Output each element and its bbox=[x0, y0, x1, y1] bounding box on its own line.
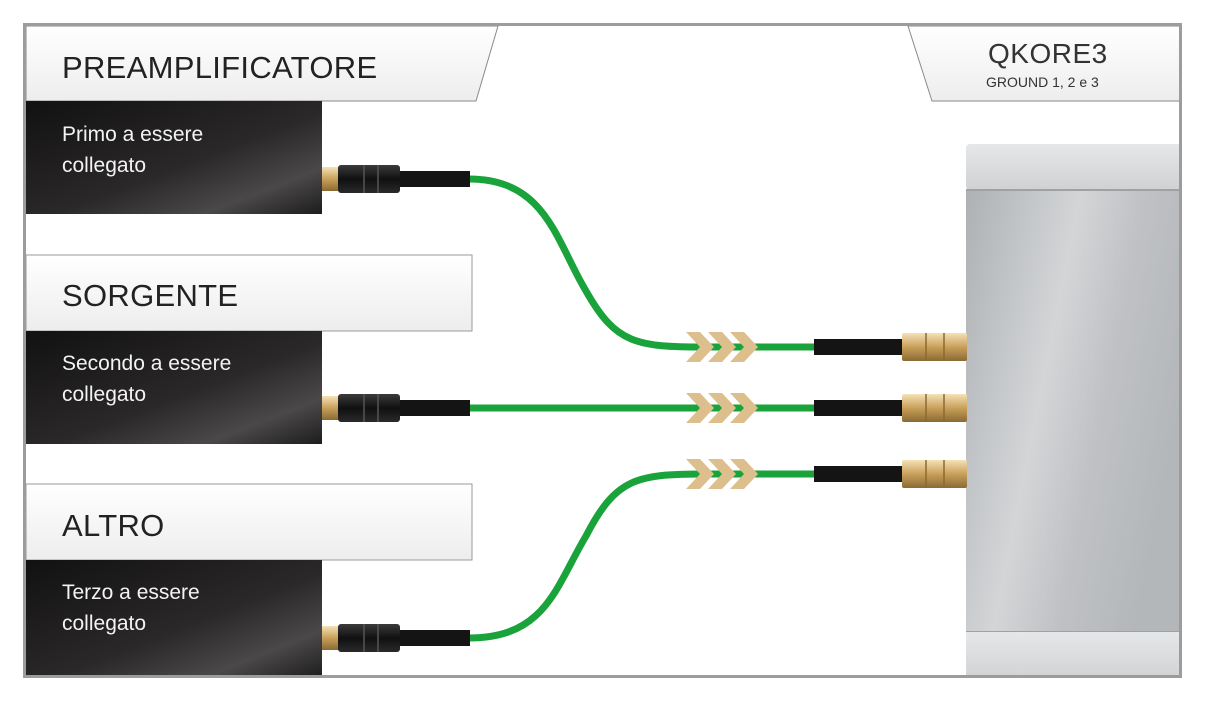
preamp-title: PREAMPLIFICATORE bbox=[62, 50, 378, 85]
terminal-right-2 bbox=[814, 394, 967, 422]
plug-left-1 bbox=[322, 165, 470, 193]
source-order-label: Secondo a essere collegato bbox=[62, 348, 231, 410]
direction-arrows-2 bbox=[686, 393, 758, 423]
plug-left-3 bbox=[322, 624, 470, 652]
other-title: ALTRO bbox=[62, 508, 165, 543]
qkore-title: QKORE3 bbox=[988, 38, 1108, 69]
source-order-line1: Secondo a essere bbox=[62, 352, 232, 375]
cable-3 bbox=[468, 470, 816, 642]
qkore-unit bbox=[966, 144, 1179, 675]
connection-diagram bbox=[26, 26, 1179, 675]
terminal-right-1 bbox=[814, 333, 967, 361]
preamp-header-tab bbox=[26, 26, 499, 102]
preamp-order-line2: collegato bbox=[62, 154, 147, 177]
direction-arrows-3 bbox=[686, 459, 758, 489]
other-order-label: Terzo a essere collegato bbox=[62, 577, 200, 639]
terminal-right-3 bbox=[814, 460, 967, 488]
other-title-tab bbox=[26, 483, 473, 561]
source-device-box bbox=[26, 331, 322, 444]
plug-left-2 bbox=[322, 394, 470, 422]
source-order-line2: collegato bbox=[62, 383, 147, 406]
diagram-frame: PREAMPLIFICATORE QKORE3 GROUND 1, 2 e 3 … bbox=[23, 23, 1182, 678]
other-order-line2: collegato bbox=[62, 612, 147, 635]
cable-1 bbox=[468, 175, 816, 351]
source-title: SORGENTE bbox=[62, 278, 239, 313]
direction-arrows-1 bbox=[686, 332, 758, 362]
other-device-box bbox=[26, 560, 322, 675]
preamp-device-box bbox=[26, 101, 322, 214]
source-title-tab bbox=[26, 254, 473, 332]
qkore-subtitle: GROUND 1, 2 e 3 bbox=[986, 74, 1099, 90]
qkore-header-tab bbox=[907, 26, 1179, 102]
other-order-line1: Terzo a essere bbox=[62, 581, 200, 604]
preamp-order-label: Primo a essere collegato bbox=[62, 119, 203, 181]
preamp-order-line1: Primo a essere bbox=[62, 123, 204, 146]
